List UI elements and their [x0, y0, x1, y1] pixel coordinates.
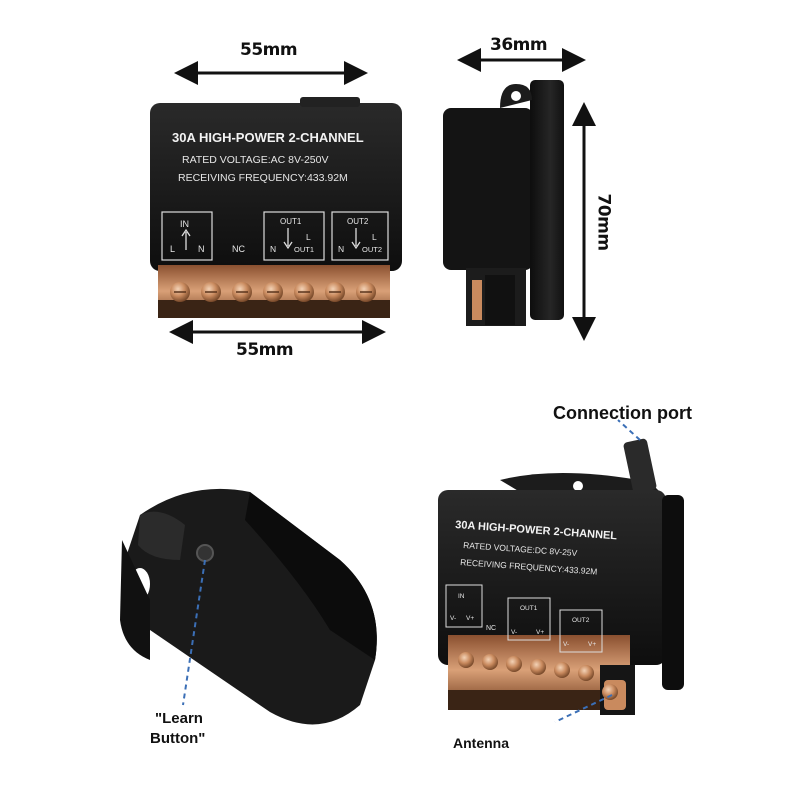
- persp-in-left: V-: [450, 615, 456, 622]
- front-out2-left: N: [338, 244, 344, 254]
- persp-out1-left: V-: [511, 629, 517, 636]
- front-view-module: 30A HIGH-POWER 2-CHANNEL RATED VOLTAGE:A…: [150, 97, 402, 318]
- perspective-module: 30A HIGH-POWER 2-CHANNEL RATED VOLTAGE:D…: [438, 419, 684, 723]
- front-title: 30A HIGH-POWER 2-CHANNEL: [172, 130, 364, 145]
- learn-button-closeup: [120, 488, 377, 725]
- dim-side-depth: 36mm: [490, 35, 548, 55]
- persp-out1-right: V+: [536, 629, 544, 636]
- front-out1-title: OUT1: [280, 217, 302, 226]
- learn-callout-line: [182, 559, 206, 706]
- front-out2-right-top: L: [372, 232, 377, 242]
- persp-out2-left: V-: [563, 641, 569, 648]
- side-view-module: [443, 80, 564, 326]
- front-out1-right-top: L: [306, 232, 311, 242]
- persp-nc: NC: [486, 625, 496, 632]
- persp-in-title: IN: [458, 593, 465, 600]
- antenna-callout-line: [554, 694, 613, 723]
- callout-antenna: Antenna: [453, 735, 509, 751]
- connection-callout-line: [617, 419, 641, 441]
- front-out2-right-bottom: OUT2: [362, 245, 382, 254]
- persp-in-right: V+: [466, 615, 474, 622]
- persp-out2-title: OUT2: [572, 617, 590, 624]
- front-in-title: IN: [180, 219, 189, 229]
- front-out1-right-bottom: OUT1: [294, 245, 314, 254]
- front-out2-title: OUT2: [347, 217, 369, 226]
- front-nc: NC: [232, 244, 245, 254]
- dim-side-height: 70mm: [593, 193, 614, 251]
- front-frequency: RECEIVING FREQUENCY:433.92M: [178, 172, 348, 184]
- dim-front-width-top: 55mm: [240, 40, 298, 60]
- callout-connection-port: Connection port: [553, 403, 692, 423]
- callout-learn-line1: "Learn: [155, 710, 203, 727]
- persp-out1-title: OUT1: [520, 605, 538, 612]
- front-out1-left: N: [270, 244, 276, 254]
- persp-out2-right: V+: [588, 641, 596, 648]
- callout-learn-line2: Button": [150, 730, 206, 747]
- front-voltage: RATED VOLTAGE:AC 8V-250V: [182, 154, 328, 166]
- front-in-left: L: [170, 244, 175, 254]
- dim-front-width-bottom: 55mm: [236, 340, 294, 360]
- front-in-right: N: [198, 244, 205, 254]
